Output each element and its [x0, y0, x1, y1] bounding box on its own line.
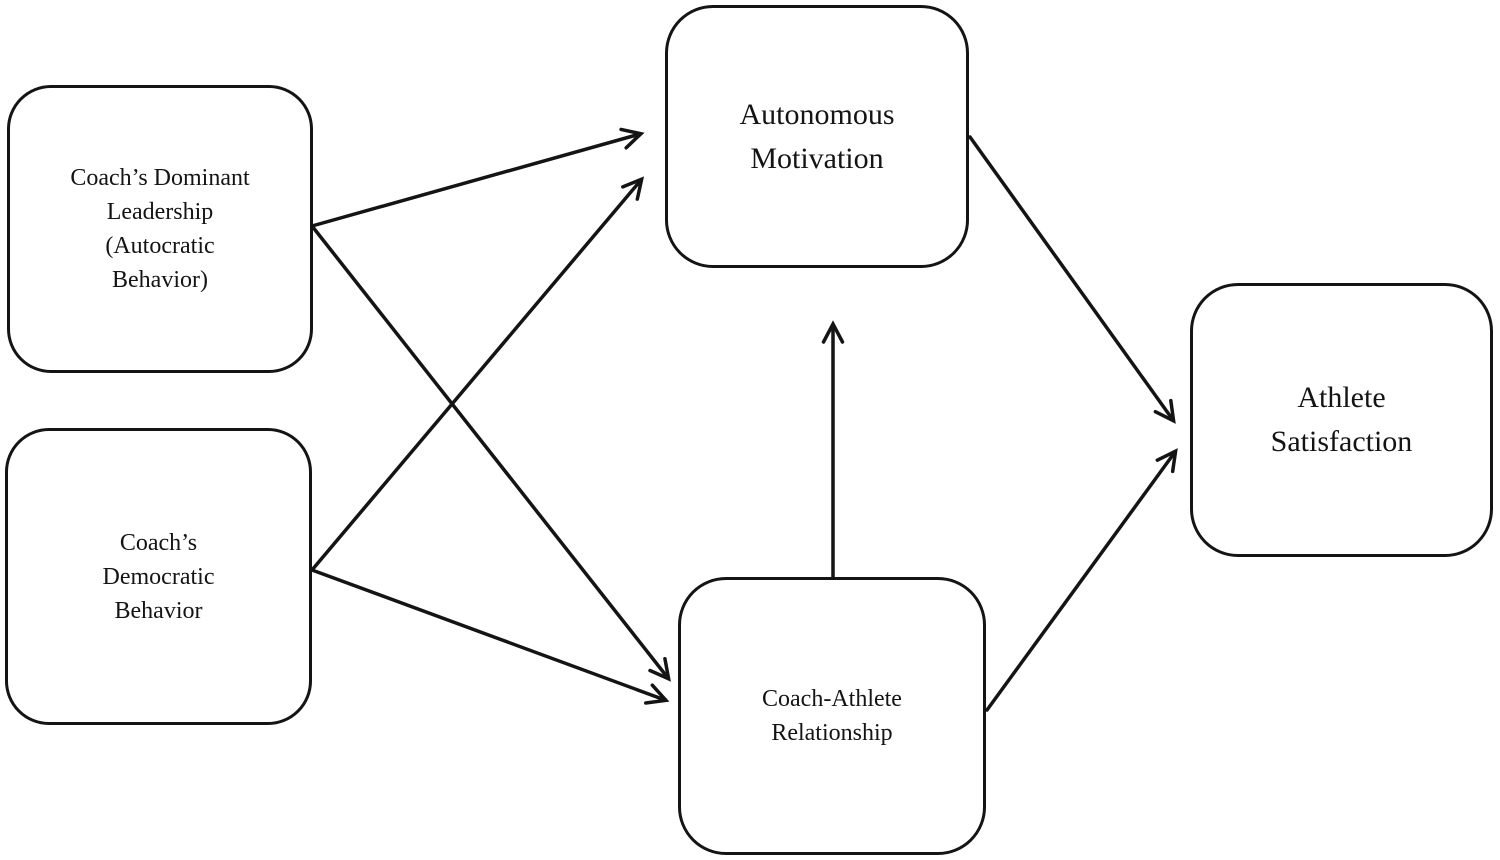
node-autonomous-motivation-label: Autonomous Motivation [739, 97, 895, 175]
node-athlete-satisfaction-label: Athlete Satisfaction [1270, 381, 1413, 458]
edge-dominant-to-relationship [310, 224, 671, 682]
edge-autonomous-to-satisfaction [968, 135, 1176, 424]
edge-democratic-to-autonomous [310, 176, 645, 572]
node-coach-dominant-leadership: Coach’s Dominant Leadership (Autocratic … [7, 85, 313, 373]
edge-democratic-to-relationship [310, 568, 670, 705]
node-athlete-satisfaction: Athlete Satisfaction [1190, 283, 1493, 557]
edge-dominant-to-autonomous [310, 127, 645, 228]
node-coach-dominant-leadership-label: Coach’s Dominant Leadership (Autocratic … [70, 165, 250, 293]
node-autonomous-motivation: Autonomous Motivation [665, 5, 969, 268]
node-coach-athlete-relationship: Coach-Athlete Relationship [678, 577, 986, 855]
node-coach-athlete-relationship-label: Coach-Athlete Relationship [762, 686, 902, 746]
node-coach-democratic-behavior: Coach’s Democratic Behavior [5, 428, 312, 725]
edge-relationship-to-satisfaction [985, 448, 1178, 712]
edge-group [310, 127, 1178, 712]
node-coach-democratic-behavior-label: Coach’s Democratic Behavior [102, 529, 215, 624]
